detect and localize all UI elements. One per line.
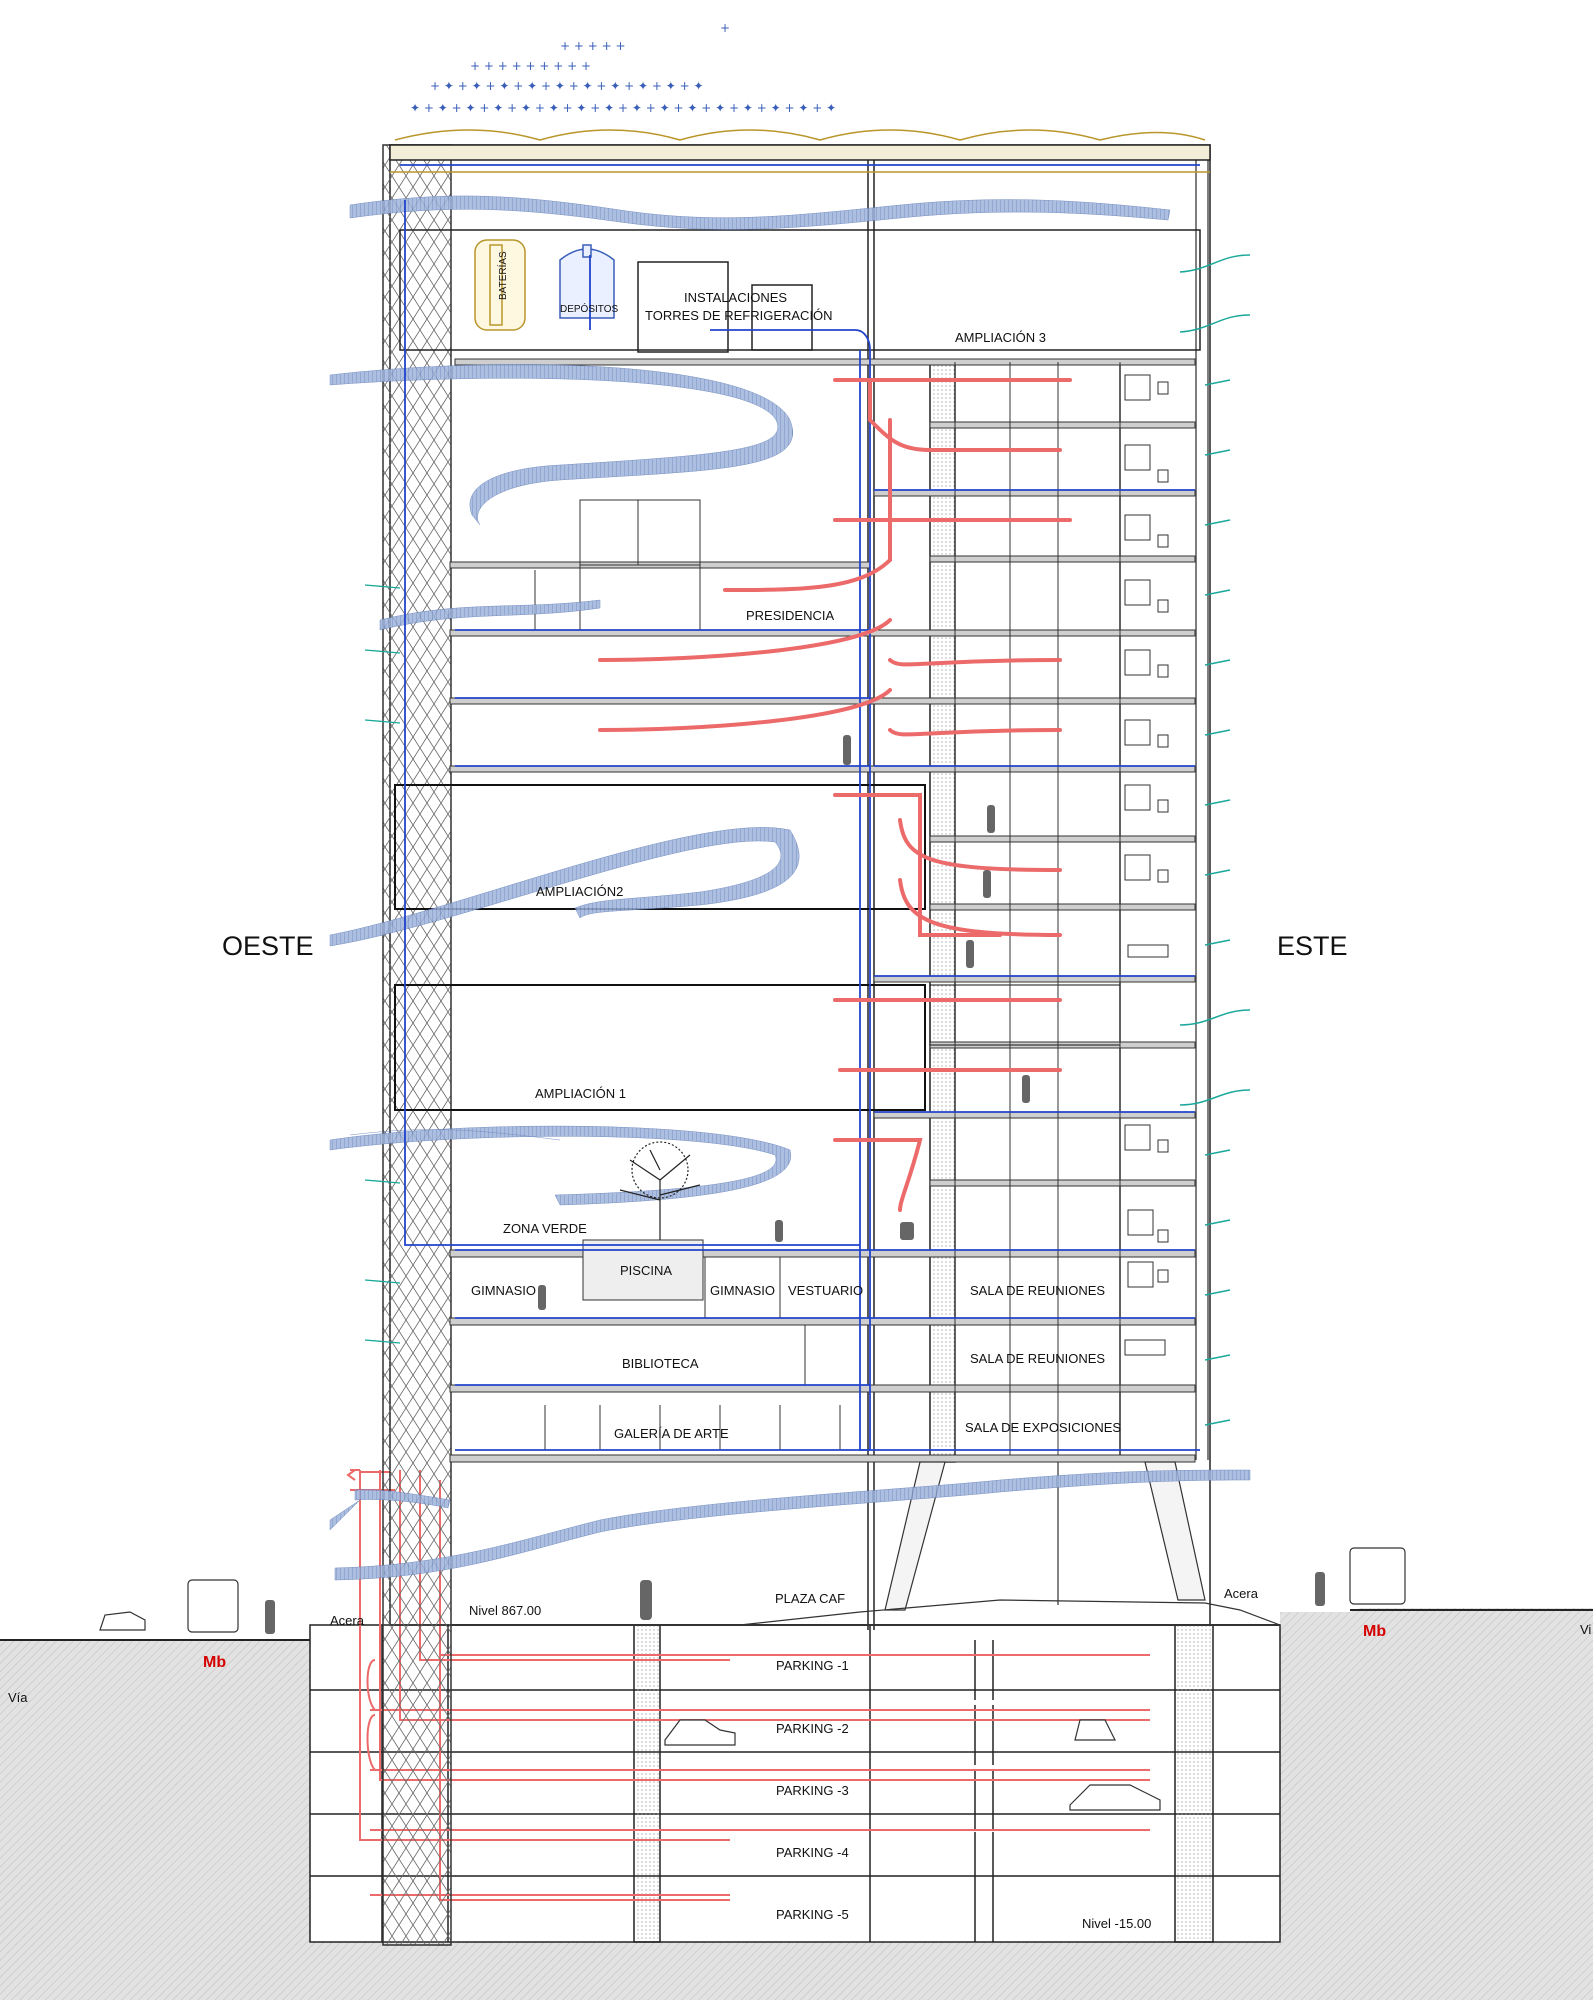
svg-text:+ + +: + + + + +: [560, 39, 626, 53]
parking-label-5: PARKING -5: [776, 1907, 849, 1922]
tree: [619, 1141, 701, 1240]
expansion-voids: [394, 784, 1121, 1111]
svg-text:+ + + +: + + + + + + + + +: [470, 59, 591, 73]
cooling-towers-label: TORRES DE REFRIGERACIÓN: [645, 308, 833, 323]
roof: [389, 144, 1211, 353]
parking-label-3: PARKING -3: [776, 1783, 849, 1798]
batteries-label: BATERÍAS: [496, 251, 509, 300]
solar-collectors: [394, 129, 1206, 141]
biblioteca-label: BIBLIOTECA: [622, 1356, 699, 1371]
road-east-label: Vi: [1580, 1622, 1591, 1637]
people: [265, 735, 1325, 1634]
roof-vegetation: ✦ + ✦ + ✦ + ✦ + ✦ + ✦ + ✦ + ✦ + ✦ + ✦ + …: [410, 21, 836, 115]
ampliacion1-label: AMPLIACIÓN 1: [535, 1086, 626, 1101]
east-label: ESTE: [1277, 931, 1348, 961]
svg-text:+ ✦ + ✦ + ✦ + ✦ +: + ✦ + ✦ + ✦ + ✦ + ✦ + ✦ + ✦ + ✦ + ✦ + ✦: [430, 79, 704, 93]
parking-label-2: PARKING -2: [776, 1721, 849, 1736]
soil: [0, 1608, 1593, 2000]
zona-verde-label: ZONA VERDE: [503, 1221, 587, 1236]
plaza: [450, 1599, 1281, 1626]
ampliacion2-label: AMPLIACIÓN2: [536, 884, 623, 899]
sidewalk-west-label: Acera: [330, 1613, 365, 1628]
bus-stop-west-label: Mb: [203, 1654, 226, 1671]
exposiciones-label: SALA DE EXPOSICIONES: [965, 1420, 1121, 1435]
installations-label: INSTALACIONES: [684, 290, 787, 305]
plaza-label: PLAZA CAF: [775, 1591, 845, 1606]
tanks-label: DEPÓSITOS: [560, 302, 618, 315]
presidencia-label: PRESIDENCIA: [746, 608, 834, 623]
west-label: OESTE: [222, 931, 314, 961]
piscina-label: PISCINA: [620, 1263, 672, 1278]
bus-stop-east-label: Mb: [1363, 1623, 1386, 1640]
road-west-label: Vía: [8, 1690, 28, 1705]
parking-structure: [309, 1624, 1281, 1943]
vehicles: [99, 1547, 1406, 1811]
ampliacion3-label: AMPLIACIÓN 3: [955, 330, 1046, 345]
ground-level-label: Nivel 867.00: [469, 1603, 541, 1618]
cold-air-ducts: [400, 164, 1200, 1451]
sala-reuniones-label-2: SALA DE REUNIONES: [970, 1351, 1105, 1366]
battery-tank: [474, 239, 526, 331]
east-facade-vents: [1179, 254, 1251, 1426]
west-facade-vents: [364, 584, 401, 1344]
bottom-level-label: Nivel -15.00: [1082, 1916, 1151, 1931]
water-tank: [559, 244, 615, 319]
parking-label-4: PARKING -4: [776, 1845, 849, 1860]
parking-label-1: PARKING -1: [776, 1658, 849, 1673]
office-equipment: [1124, 374, 1169, 1356]
sidewalk-east-label: Acera: [1224, 1586, 1259, 1601]
air-flow-ribbons: [329, 195, 1251, 1581]
svg-text:+: +: [720, 21, 730, 35]
sala-reuniones-label-1: SALA DE REUNIONES: [970, 1283, 1105, 1298]
vestuario-label: VESTUARIO: [788, 1283, 863, 1298]
galeria-label: GALERÍA DE ARTE: [614, 1426, 729, 1441]
floor-slabs: [449, 358, 1196, 1463]
gimnasio-label-2: GIMNASIO: [710, 1283, 775, 1298]
hot-air-arrows: [598, 378, 1072, 1212]
gimnasio-label-1: GIMNASIO: [471, 1283, 536, 1298]
svg-text:✦ + ✦ + ✦ + ✦ + ✦ + ✦ +: ✦ + ✦ + ✦ + ✦ + ✦ + ✦ + ✦ + ✦ + ✦ + ✦ + …: [410, 101, 836, 115]
room-partitions: [534, 362, 1121, 1455]
